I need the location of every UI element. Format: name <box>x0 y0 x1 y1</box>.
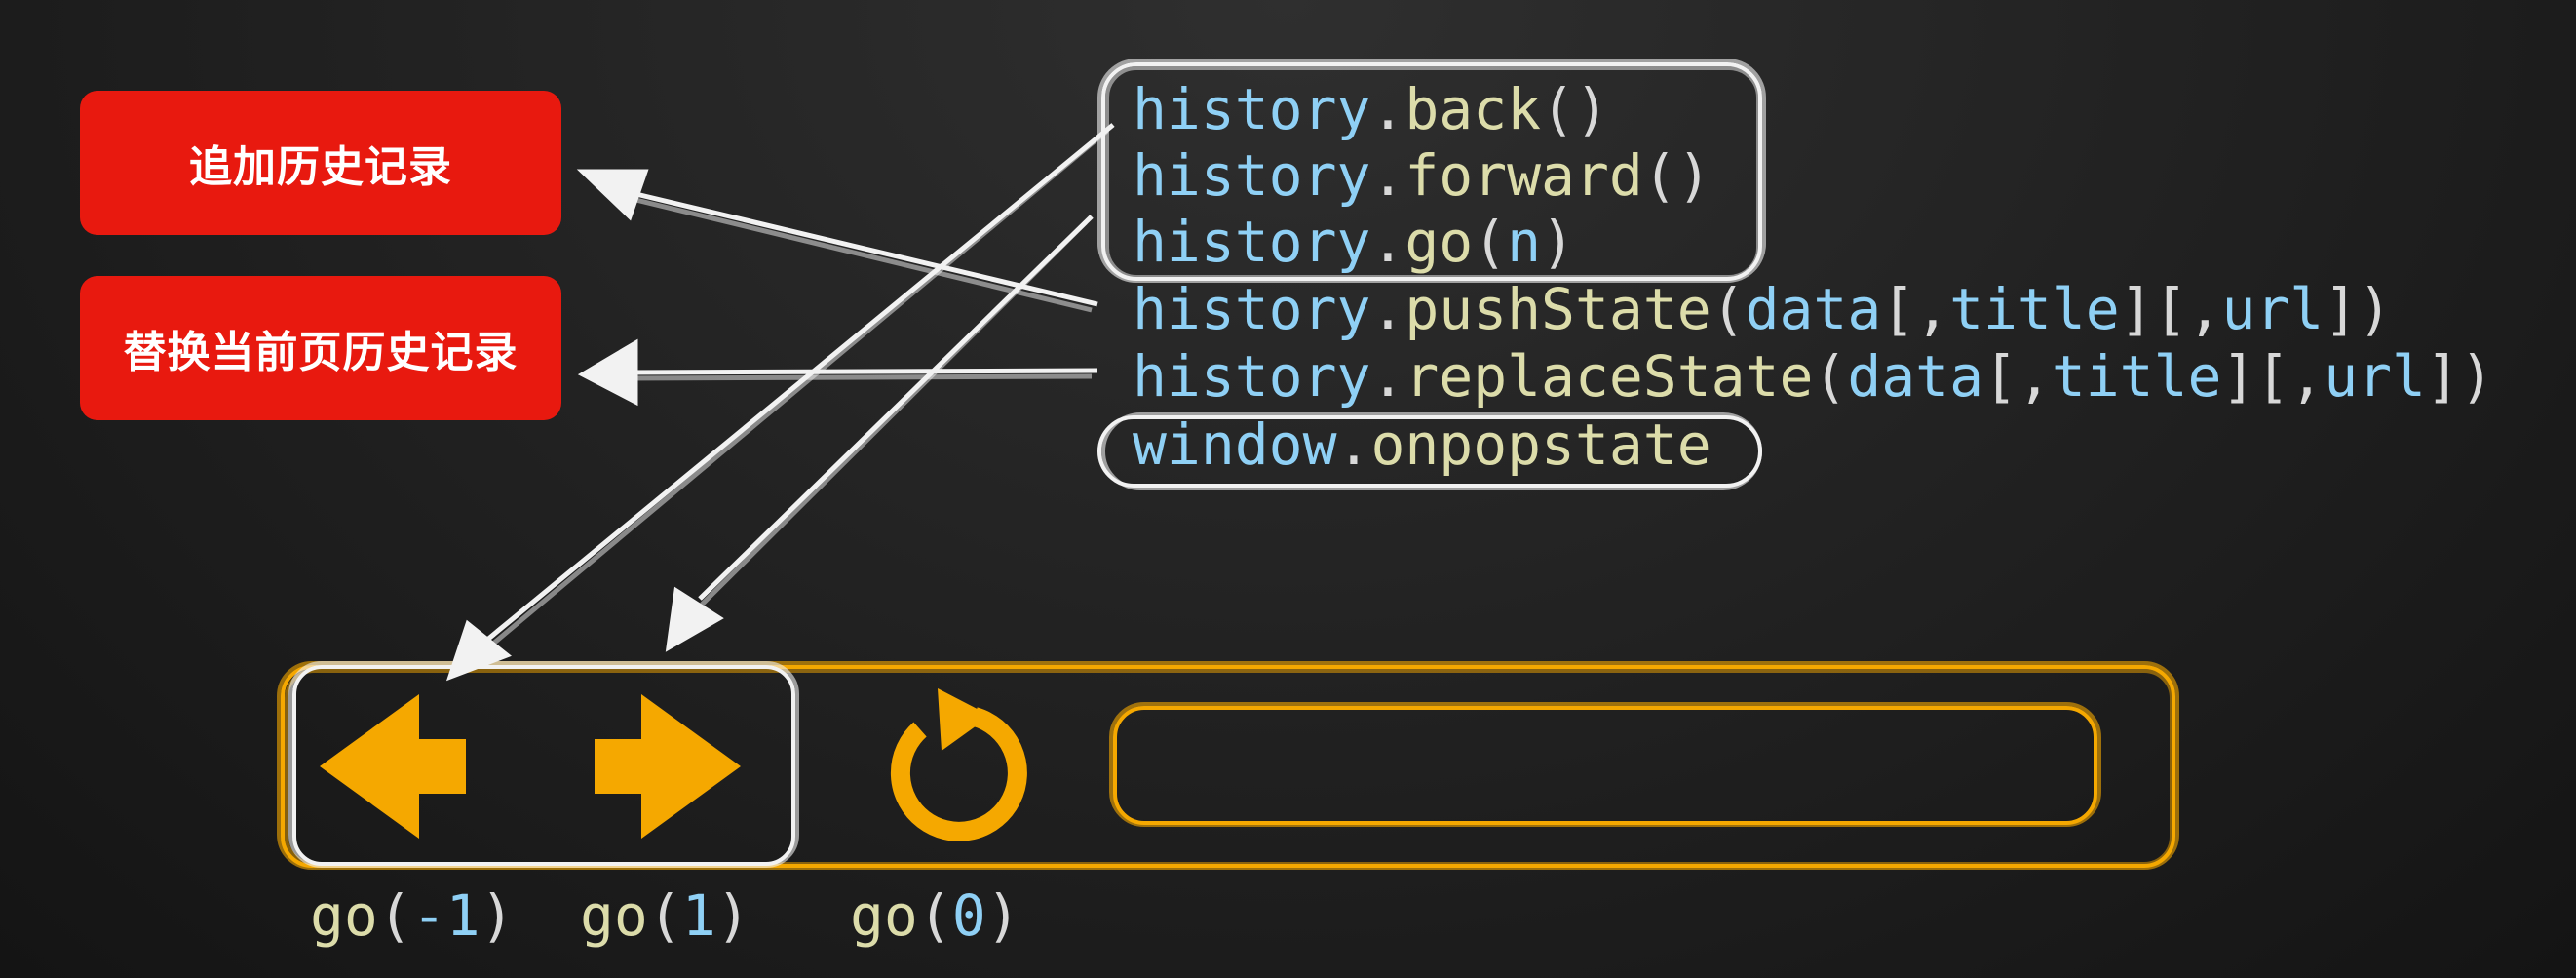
code-param: data <box>1847 343 1983 410</box>
go-paren: ) <box>715 882 750 949</box>
go-forward-label: go(1) <box>580 882 750 949</box>
code-paren: ) <box>1541 209 1575 275</box>
browser-bar <box>277 661 2179 870</box>
reload-icon[interactable] <box>890 688 1027 841</box>
code-object: history <box>1133 142 1371 209</box>
go-number: 0 <box>951 882 986 949</box>
back-arrow-icon[interactable] <box>320 694 466 839</box>
code-sep: [, <box>1881 276 1950 342</box>
code-line-go: history.go(n) <box>1133 209 1575 275</box>
code-param: title <box>1949 276 2120 342</box>
code-paren: ( <box>1473 209 1508 275</box>
arrow-replacestate-to-replace <box>577 338 1098 407</box>
code-param: title <box>2051 343 2222 410</box>
code-method: replaceState <box>1404 343 1814 410</box>
go-fn: go <box>310 882 378 949</box>
code-dot: . <box>1370 276 1405 342</box>
address-bar[interactable] <box>1109 702 2101 827</box>
navigation-methods-box <box>1097 59 1766 283</box>
code-param: n <box>1507 209 1542 275</box>
go-fn: go <box>850 882 918 949</box>
go-back-label: go(-1) <box>310 882 515 949</box>
code-paren: ]) <box>2324 276 2393 342</box>
code-line-onpopstate: window.onpopstate <box>1133 411 1711 478</box>
code-object: history <box>1133 76 1371 142</box>
onpopstate-box <box>1097 412 1762 490</box>
code-paren: ( <box>1813 343 1848 410</box>
code-sep: [, <box>1983 343 2052 410</box>
code-method: go <box>1404 209 1474 275</box>
go-fn: go <box>580 882 648 949</box>
code-object: window <box>1133 411 1337 478</box>
code-sep: ][, <box>2119 276 2222 342</box>
code-dot: . <box>1336 411 1371 478</box>
code-line-back: history.back() <box>1133 76 1609 142</box>
forward-arrow-icon[interactable] <box>595 694 741 839</box>
code-dot: . <box>1370 209 1405 275</box>
replace-history-button[interactable]: 替换当前页历史记录 <box>80 276 561 420</box>
code-method: onpopstate <box>1370 411 1711 478</box>
go-paren: ( <box>647 882 682 949</box>
code-line-forward: history.forward() <box>1133 142 1711 209</box>
code-paren: ( <box>1711 276 1746 342</box>
code-method: back <box>1404 76 1542 142</box>
code-line-pushstate: history.pushState(data[,title][,url]) <box>1133 276 2392 342</box>
code-param: data <box>1745 276 1882 342</box>
go-number: 1 <box>681 882 716 949</box>
arrow-forward-to-forward-button <box>665 215 1094 652</box>
go-paren: ( <box>377 882 412 949</box>
code-args: () <box>1541 76 1609 142</box>
arrow-back-to-back-button <box>445 123 1115 682</box>
code-object: history <box>1133 343 1371 410</box>
code-line-replacestate: history.replaceState(data[,title][,url]) <box>1133 343 2494 410</box>
code-object: history <box>1133 276 1371 342</box>
go-reload-label: go(0) <box>850 882 1020 949</box>
append-history-button[interactable]: 追加历史记录 <box>80 91 561 235</box>
code-paren: ]) <box>2425 343 2494 410</box>
code-method: pushState <box>1404 276 1711 342</box>
code-object: history <box>1133 209 1371 275</box>
back-forward-box <box>288 661 799 868</box>
go-paren: ) <box>480 882 515 949</box>
code-sep: ][, <box>2221 343 2325 410</box>
go-number: -1 <box>411 882 481 949</box>
go-paren: ( <box>917 882 952 949</box>
code-method: forward <box>1404 142 1643 209</box>
code-args: () <box>1642 142 1711 209</box>
code-dot: . <box>1370 343 1405 410</box>
code-dot: . <box>1370 142 1405 209</box>
go-paren: ) <box>985 882 1020 949</box>
code-dot: . <box>1370 76 1405 142</box>
code-param: url <box>2221 276 2325 342</box>
code-param: url <box>2324 343 2426 410</box>
